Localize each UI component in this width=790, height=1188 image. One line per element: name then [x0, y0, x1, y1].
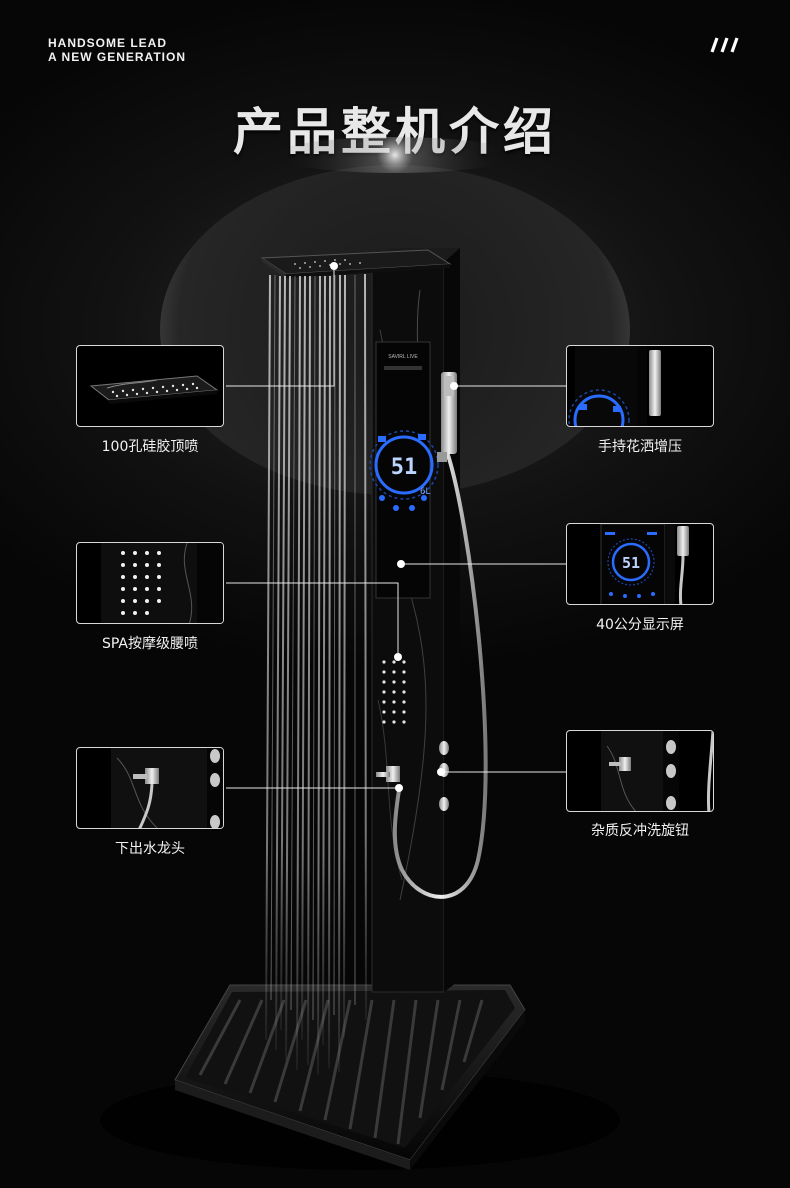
- thumb-handheld: [566, 345, 714, 427]
- callout-dots: [330, 262, 458, 792]
- label-display: 40公分显示屏: [596, 617, 684, 633]
- thumb-display: 51: [566, 523, 714, 605]
- display-reading: 51: [391, 455, 418, 480]
- panel-brand: SAVIRL LIVE: [388, 354, 418, 360]
- light-glow: [275, 137, 515, 173]
- slashes-icon: [710, 37, 739, 53]
- callout-lines: [226, 266, 566, 789]
- thumb-knob: [566, 730, 714, 812]
- rain-streams: [265, 273, 367, 1076]
- shower-column: SAVIRL LIVE 51 6L: [369, 248, 460, 993]
- thumb-display-reading: 51: [622, 554, 640, 572]
- thumb-faucet: [76, 747, 224, 829]
- thumb-spa-jets: [76, 542, 224, 624]
- brand-line-2: A NEW GENERATION: [48, 50, 186, 64]
- display-sub: 6L: [420, 487, 431, 497]
- shower-tray: [174, 984, 526, 1170]
- spa-jet-grid: [382, 660, 406, 724]
- label-faucet: 下出水龙头: [115, 841, 185, 857]
- thumb-top-shower: [76, 345, 224, 427]
- shower-hose: [392, 451, 488, 899]
- label-handheld: 手持花洒增压: [598, 439, 682, 455]
- label-knob: 杂质反冲洗旋钮: [591, 823, 689, 839]
- brand-line-1: HANDSOME LEAD: [48, 36, 168, 50]
- label-spa-jets: SPA按摩级腰喷: [101, 636, 198, 652]
- brand-tagline: HANDSOME LEAD A NEW GENERATION: [48, 36, 186, 64]
- handheld-shower: [437, 372, 457, 462]
- faucet-spout: [376, 766, 400, 782]
- label-top-shower: 100孔硅胶顶喷: [101, 439, 199, 455]
- top-rain-head: [260, 249, 452, 278]
